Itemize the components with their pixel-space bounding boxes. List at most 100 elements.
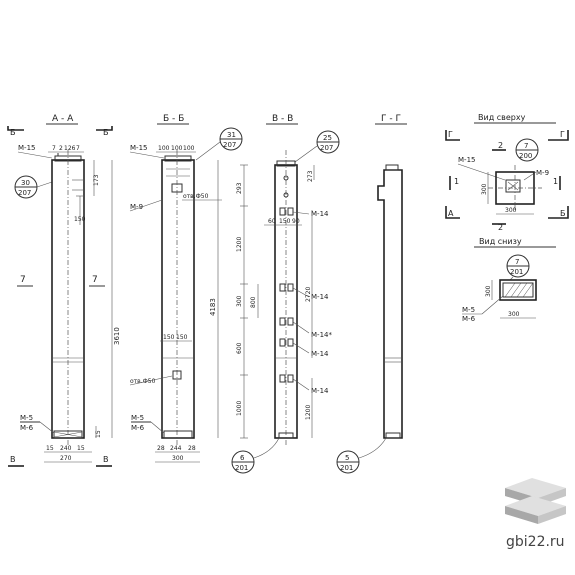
cube-logo-icon bbox=[505, 478, 566, 524]
label-aa-7-right: 7 bbox=[92, 275, 98, 285]
dim-bb-bot-3: 28 bbox=[188, 445, 196, 452]
dim-aa-bot-2: 240 bbox=[60, 445, 72, 452]
dim-aa-270: 270 bbox=[60, 455, 72, 462]
vv-mark-5: М-14 bbox=[311, 387, 329, 395]
dim-vv-273: 273 bbox=[307, 170, 314, 182]
bottom-view-square bbox=[499, 279, 537, 301]
section-aa: А - А Б Б М-15 7 2 126 7 30 207 173 1 bbox=[7, 114, 121, 467]
top-view-mark1: М-15 bbox=[458, 156, 475, 164]
ring-bottom-view-bottom: 201 bbox=[510, 268, 523, 276]
dim-vv-2720: 2720 bbox=[305, 287, 312, 302]
bottom-view-mark2: М-6 bbox=[462, 315, 476, 323]
dim-bb-mid-2: 150 bbox=[176, 334, 188, 341]
dim-aa-bot-3: 15 bbox=[77, 445, 85, 452]
dim-bb-mid-1: 150 bbox=[163, 334, 175, 341]
vv-mark-3: М-14* bbox=[311, 331, 332, 339]
ring-top-view-bottom: 200 bbox=[519, 152, 532, 160]
column-gg bbox=[377, 169, 403, 439]
ring-bb-top: 31 bbox=[227, 131, 236, 139]
cut-g-right: Г bbox=[560, 130, 565, 139]
dim-aa-top-1: 7 bbox=[52, 145, 56, 152]
ring-vv-bot-bottom: 201 bbox=[235, 464, 248, 472]
dim-vv-293: 293 bbox=[236, 182, 243, 194]
cut-b-right: Б bbox=[560, 209, 566, 218]
dim-bb-top-1: 100 bbox=[158, 145, 170, 152]
top-view-title: Вид сверху bbox=[478, 113, 526, 122]
dim-vv-800: 800 bbox=[250, 296, 257, 308]
top-view-mark2: М-9 bbox=[536, 169, 549, 177]
dim-vv-1200b: 1200 bbox=[305, 405, 312, 420]
ring-vv-bottom: 207 bbox=[320, 144, 333, 152]
ring-vv-bot-top: 6 bbox=[240, 454, 245, 462]
dim-top-view-300v: 300 bbox=[481, 183, 488, 195]
dim-vv-4183: 4183 bbox=[209, 298, 217, 316]
dim-aa-top-3: 126 bbox=[64, 145, 76, 152]
section-vv: В - В 25 207 М-14 М-14 М-14* М-14 М-14 bbox=[209, 114, 340, 474]
ring-bottom-view-top: 7 bbox=[515, 258, 519, 266]
ring-top-view-top: 7 bbox=[524, 142, 528, 150]
hole-bb-top: отв.Ф50 bbox=[183, 193, 209, 200]
section-bb-mark-mid: М-9 bbox=[130, 203, 143, 211]
ring-gg-top: 5 bbox=[345, 454, 349, 462]
ring-gg-bottom: 201 bbox=[340, 464, 353, 472]
dim-aa-3610: 3610 bbox=[113, 327, 121, 345]
dim-vv-600: 600 bbox=[236, 342, 243, 354]
section-gg: Г - Г 5 201 bbox=[336, 114, 407, 474]
vv-mark-4: М-14 bbox=[311, 350, 329, 358]
section-bb-mark-top: М-15 bbox=[130, 144, 147, 152]
dim-vv-60: 60 bbox=[268, 218, 276, 225]
bottom-view: Вид снизу 7 201 300 М-5 М-6 300 bbox=[462, 237, 556, 323]
cut-mark-v-left: В bbox=[10, 455, 16, 464]
section-bb: Б - Б М-15 100 100 100 31 207 отв.Ф50 М-… bbox=[129, 114, 243, 463]
dim-bb-top-2: 100 bbox=[171, 145, 183, 152]
section-bb-mark-bot2: М-6 bbox=[131, 424, 145, 432]
section-vv-title: В - В bbox=[272, 114, 293, 124]
section-aa-mark-bot2: М-6 bbox=[20, 424, 34, 432]
dim-top-view-300h: 300 bbox=[505, 207, 517, 214]
bottom-view-mark1: М-5 bbox=[462, 306, 475, 314]
ring-aa-top: 30 bbox=[21, 179, 30, 187]
dim-aa-top-2: 2 bbox=[59, 145, 63, 152]
cut-mark-b-right: Б bbox=[103, 128, 109, 137]
dim-aa-bot-1: 15 bbox=[46, 445, 54, 452]
vv-mark-1: М-14 bbox=[311, 210, 329, 218]
section-gg-title: Г - Г bbox=[381, 114, 401, 124]
top-view: Вид сверху Г Г 2 М-15 М-9 7 200 1 1 300 … bbox=[445, 113, 569, 232]
section-aa-title: А - А bbox=[52, 114, 74, 124]
axis-1-left: 1 bbox=[454, 177, 459, 186]
bottom-view-title: Вид снизу bbox=[479, 237, 522, 246]
section-bb-title: Б - Б bbox=[163, 114, 184, 124]
cut-mark-v-right: В bbox=[103, 455, 109, 464]
dim-vv-1200: 1200 bbox=[236, 237, 243, 252]
watermark-text: gbi22.ru bbox=[506, 534, 565, 550]
dim-vv-90: 90 bbox=[292, 218, 300, 225]
axis-2-top: 2 bbox=[498, 141, 503, 150]
hole-bb-bottom: отв.Ф50 bbox=[130, 378, 156, 385]
dim-aa-top-4: 7 bbox=[76, 145, 80, 152]
axis-1-right: 1 bbox=[553, 177, 558, 186]
dim-aa-15v: 15 bbox=[95, 430, 102, 438]
dim-bb-bot-2: 244 bbox=[170, 445, 182, 452]
axis-2-bottom: 2 bbox=[498, 223, 503, 232]
dim-aa-173: 173 bbox=[93, 174, 100, 186]
dim-vv-300: 300 bbox=[236, 295, 243, 307]
dim-bb-bot-1: 28 bbox=[157, 445, 165, 452]
dim-bb-300: 300 bbox=[172, 455, 184, 462]
section-bb-mark-bot1: М-5 bbox=[131, 414, 144, 422]
section-aa-mark-top: М-15 bbox=[18, 144, 35, 152]
section-aa-mark-bot1: М-5 bbox=[20, 414, 33, 422]
dim-bottom-view-300h: 300 bbox=[508, 311, 520, 318]
cut-g-left: Г bbox=[448, 130, 453, 139]
cut-mark-b-left: Б bbox=[10, 128, 16, 137]
dim-bb-top-3: 100 bbox=[183, 145, 195, 152]
ring-bb-bottom: 207 bbox=[223, 141, 236, 149]
label-aa-7-left: 7 bbox=[20, 275, 26, 285]
dim-vv-1000: 1000 bbox=[236, 401, 243, 416]
dim-vv-150: 150 bbox=[279, 218, 291, 225]
ring-vv-top: 25 bbox=[323, 134, 332, 142]
cut-a-left: А bbox=[448, 209, 454, 218]
ring-aa-bottom: 207 bbox=[18, 189, 31, 197]
vv-mark-2: М-14 bbox=[311, 293, 329, 301]
dim-bottom-view-300v: 300 bbox=[485, 285, 492, 297]
